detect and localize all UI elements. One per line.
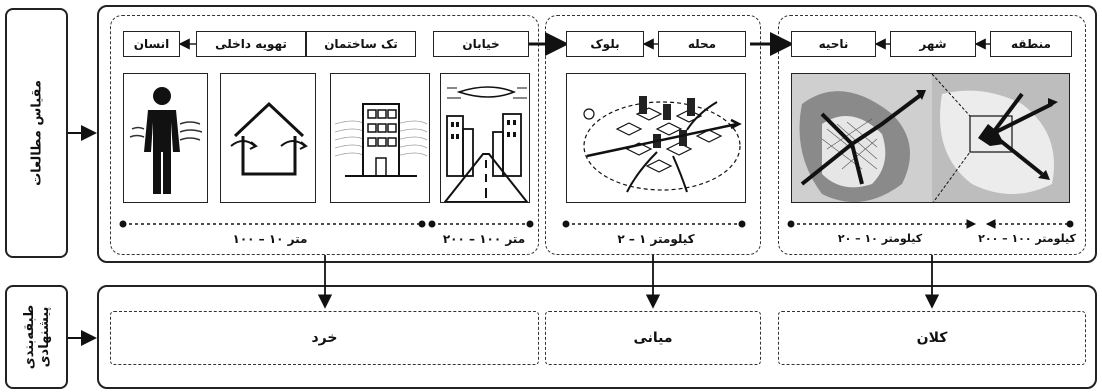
category-small: خرد <box>110 311 539 365</box>
neighborhood-image <box>566 73 746 203</box>
group-medium <box>545 15 761 255</box>
label-indoor-ventilation: تهویه داخلی <box>196 31 306 57</box>
region-city-image <box>791 73 1070 203</box>
label-block: بلوک <box>566 31 644 57</box>
category-medium: میانی <box>545 311 761 365</box>
scale-building-human: ۱۰۰ – ۱۰ متر <box>232 232 308 246</box>
regional-map-icon <box>792 74 1069 202</box>
classification-frame <box>97 285 1097 389</box>
label-human: انسان <box>123 31 180 57</box>
human-image <box>123 73 208 203</box>
study-scale-label: مقیاس مطالعات <box>29 80 44 186</box>
scale-block-neighborhood: ۲ – ۱ کیلومتر <box>617 232 695 246</box>
label-district: ناحیه <box>791 31 876 57</box>
study-scale-sidebar: مقیاس مطالعات <box>5 8 68 258</box>
scale-street: ۲۰۰ – ۱۰۰ متر <box>442 232 526 246</box>
urban-block-icon <box>583 96 742 193</box>
scale-region: ۲۰۰ – ۱۰۰ کیلومتر <box>978 232 1076 245</box>
category-large: کلان <box>778 311 1086 365</box>
label-single-building: تک ساختمان <box>306 31 416 57</box>
scale-city-district: ۲۰ – ۱۰ کیلومتر <box>837 232 923 245</box>
indoor-ventilation-image <box>220 73 316 203</box>
street-image <box>440 73 530 203</box>
study-scale-frame <box>97 5 1097 263</box>
single-building-image <box>330 73 430 203</box>
street-canyon-icon <box>443 86 529 202</box>
group-small <box>110 15 539 255</box>
house-ventilation-icon <box>230 101 308 176</box>
building-icon <box>334 103 428 177</box>
label-street: خیابان <box>433 31 529 57</box>
label-city: شهر <box>890 31 976 57</box>
classification-sidebar: طبقه‌بندی پیشنهادی <box>5 285 68 389</box>
human-figure-icon <box>129 87 203 194</box>
classification-label: طبقه‌بندی پیشنهادی <box>21 304 52 370</box>
label-neighborhood: محله <box>658 31 746 57</box>
label-region: منطقه <box>990 31 1072 57</box>
group-large <box>778 15 1086 255</box>
